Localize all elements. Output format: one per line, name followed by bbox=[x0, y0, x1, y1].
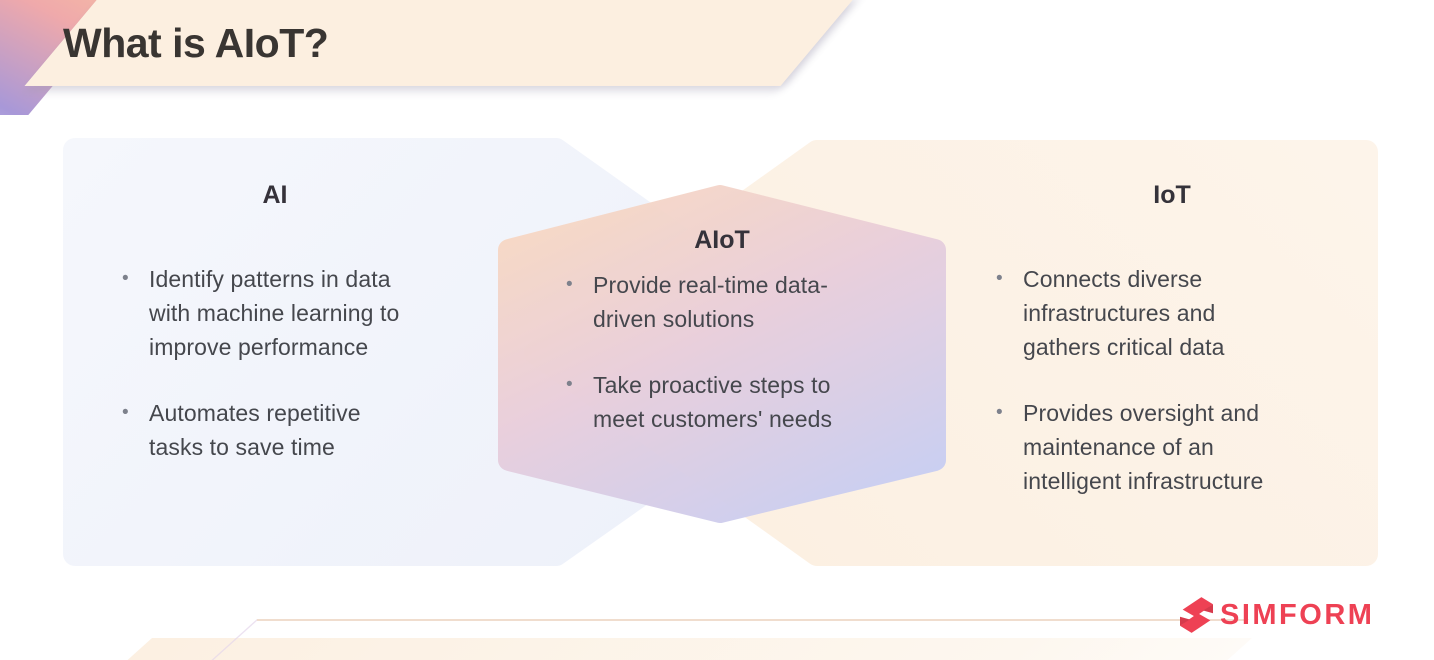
bullet-text: Automates repetitive tasks to save time bbox=[149, 400, 361, 460]
bullet-text: Provides oversight and maintenance of an… bbox=[1023, 400, 1264, 494]
bullet-dot: • bbox=[996, 268, 1003, 289]
list-item: • Connects diverse infrastructures and g… bbox=[996, 262, 1356, 364]
simform-logo: SIMFORM bbox=[1180, 590, 1374, 640]
aiot-bullet-list: • Provide real-time data- driven solutio… bbox=[566, 268, 916, 436]
bullet-dot: • bbox=[122, 268, 129, 289]
simform-logo-icon bbox=[1180, 597, 1213, 633]
brand-name: SIMFORM bbox=[1220, 598, 1375, 631]
aiot-hexagon-shape bbox=[498, 185, 946, 523]
bullet-dot: • bbox=[122, 402, 129, 423]
page-title: What is AIoT? bbox=[63, 20, 329, 66]
bullet-dot: • bbox=[566, 274, 573, 295]
iot-panel-title: IoT bbox=[1153, 181, 1191, 209]
list-item: • Provides oversight and maintenance of … bbox=[996, 396, 1356, 498]
list-item: • Provide real-time data- driven solutio… bbox=[566, 268, 916, 336]
list-item: • Take proactive steps to meet customers… bbox=[566, 368, 916, 436]
aiot-panel-title: AIoT bbox=[694, 226, 750, 254]
ai-bullet-list: • Identify patterns in data with machine… bbox=[122, 262, 482, 464]
list-item: • Identify patterns in data with machine… bbox=[122, 262, 482, 364]
iot-bullet-list: • Connects diverse infrastructures and g… bbox=[996, 262, 1356, 498]
bullet-text: Provide real-time data- driven solutions bbox=[593, 272, 828, 332]
bullet-text: Identify patterns in data with machine l… bbox=[149, 266, 400, 360]
bullet-dot: • bbox=[566, 374, 573, 395]
bullet-text: Connects diverse infrastructures and gat… bbox=[1023, 266, 1225, 360]
bullet-dot: • bbox=[996, 402, 1003, 423]
bottom-decor-outline bbox=[209, 619, 1250, 660]
ai-panel-title: AI bbox=[262, 181, 288, 209]
list-item: • Automates repetitive tasks to save tim… bbox=[122, 396, 482, 464]
bullet-text: Take proactive steps to meet customers' … bbox=[593, 372, 833, 432]
